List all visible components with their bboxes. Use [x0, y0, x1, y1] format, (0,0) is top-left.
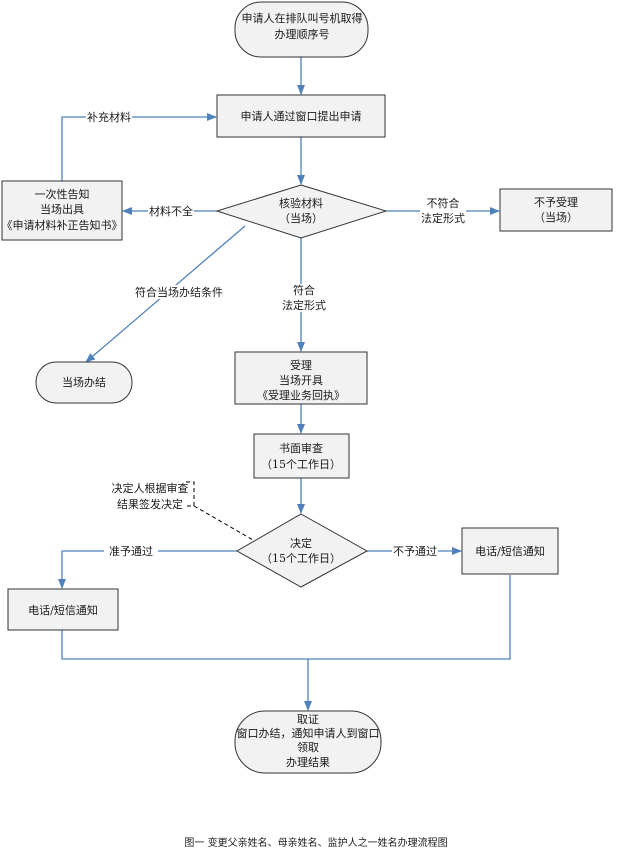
- annotation-bracket: [186, 481, 254, 541]
- node-accept-line3: 《受理业务回执》: [257, 388, 345, 402]
- label-deny: 不予通过: [393, 545, 437, 558]
- label-masks: [86, 110, 466, 558]
- node-annotation-line1: 决定人根据审查: [112, 481, 189, 495]
- node-decide: 决定 （15个工作日）: [235, 513, 369, 588]
- node-notify-once: 一次性告知 当场出具 《申请材料补正告知书》: [1, 180, 123, 241]
- edge-labels: 补充材料 材料不全 不符合 法定形式 符合 法定形式 符合当场办结条件 准予通过…: [87, 110, 465, 558]
- label-not-conform-line1: 不符合: [427, 196, 460, 210]
- edge-approve: [58, 550, 237, 589]
- node-notify-left: 电话/短信通知: [7, 588, 119, 631]
- node-verify: 核验材料 （当场）: [215, 184, 388, 239]
- node-reject: 不予受理 （当场）: [499, 188, 613, 232]
- label-onsite-condition: 符合当场办结条件: [135, 285, 223, 299]
- node-notify-left-text: 电话/短信通知: [28, 603, 98, 617]
- node-start: 申请人在排队叫号机取得 办理顺序号: [234, 1, 369, 58]
- node-verify-line2: （当场）: [279, 211, 323, 225]
- node-notify-once-line3: 《申请材料补正告知书》: [2, 218, 123, 232]
- label-conform-line1: 符合: [293, 283, 315, 297]
- node-review: 书面审查 （15个工作日）: [253, 433, 350, 479]
- node-apply: 申请人通过窗口提出申请: [216, 94, 386, 138]
- node-collect: 取证 窗口办结，通知申请人到窗口 领取 办理结果: [234, 710, 382, 774]
- node-review-line1: 书面审查: [279, 441, 323, 455]
- node-notify-once-line1: 一次性告知: [35, 187, 90, 201]
- node-annotation: 决定人根据审查 结果签发决定: [112, 481, 189, 511]
- label-not-conform-line2: 法定形式: [421, 211, 465, 225]
- node-apply-text: 申请人通过窗口提出申请: [241, 109, 362, 123]
- node-accept: 受理 当场开具 《受理业务回执》: [234, 351, 368, 405]
- edge-left-merge: [61, 575, 511, 660]
- node-accept-line1: 受理: [290, 359, 312, 372]
- node-collect-line2: 窗口办结，通知申请人到窗口: [237, 726, 380, 740]
- figure-caption: 图一 变更父亲姓名、母亲姓名、监护人之一姓名办理流程图: [184, 836, 447, 849]
- node-decide-line2: （15个工作日）: [261, 552, 341, 565]
- node-collect-line4: 办理结果: [286, 756, 330, 769]
- node-reject-line1: 不予受理: [534, 196, 578, 209]
- node-reject-line2: （当场）: [534, 210, 578, 224]
- node-notify-once-line2: 当场出具: [40, 202, 84, 216]
- node-done-onsite: 当场办结: [35, 361, 133, 404]
- label-approve: 准予通过: [109, 545, 153, 558]
- node-done-onsite-text: 当场办结: [62, 375, 106, 389]
- node-collect-line1: 取证: [297, 713, 319, 726]
- node-notify-right: 电话/短信通知: [461, 527, 559, 575]
- node-start-line1: 申请人在排队叫号机取得: [242, 11, 363, 25]
- label-supplement: 补充材料: [87, 110, 131, 124]
- node-collect-line3: 领取: [297, 741, 319, 754]
- node-accept-line2: 当场开具: [279, 373, 323, 387]
- node-verify-line1: 核验材料: [279, 196, 323, 210]
- node-notify-right-text: 电话/短信通知: [475, 544, 545, 558]
- label-conform-line2: 法定形式: [282, 298, 326, 312]
- node-start-line2: 办理顺序号: [275, 27, 330, 41]
- node-review-line2: （15个工作日）: [261, 458, 341, 471]
- edge-supplement: [61, 113, 217, 181]
- node-annotation-line2: 结果签发决定: [117, 497, 183, 511]
- node-decide-line1: 决定: [290, 536, 312, 550]
- label-incomplete: 材料不全: [149, 204, 193, 218]
